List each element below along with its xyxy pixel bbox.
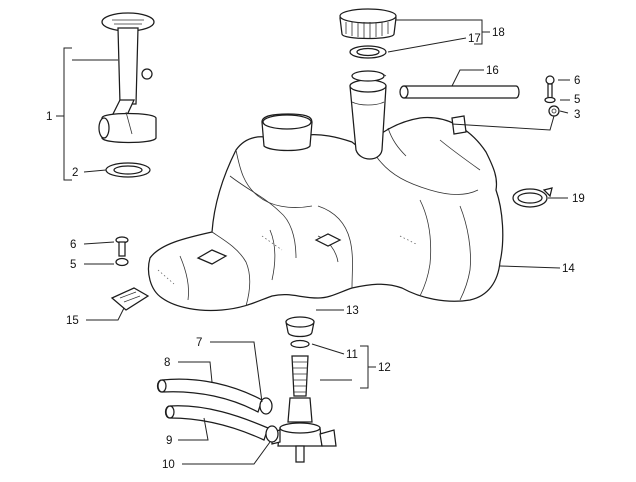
sender-float (101, 112, 157, 144)
bolt-washer-group-left (115, 236, 129, 267)
callout-5-right: 5 (574, 94, 580, 106)
filler-neck (349, 70, 387, 160)
bolt-washer-group-right (544, 75, 560, 117)
tank-inlet-rim (262, 114, 312, 130)
breather-hose (399, 85, 520, 99)
fuel-cock (271, 355, 337, 463)
callout-labels: 1 2 3 5 5 6 6 7 8 9 10 11 12 13 14 15 16… (46, 27, 585, 471)
callout-6-right: 6 (574, 75, 580, 87)
callout-11: 11 (346, 349, 358, 361)
callout-9: 9 (166, 435, 172, 447)
fuel-cock-body (287, 397, 313, 423)
callout-2: 2 (72, 167, 78, 179)
fuel-gauge-sender (98, 12, 157, 144)
callout-13: 13 (346, 305, 359, 317)
filler-neck-tube (349, 80, 387, 160)
callout-16: 16 (486, 65, 499, 77)
leader-lines (56, 19, 570, 465)
hose-clip-small (259, 397, 279, 443)
callout-8: 8 (164, 357, 170, 369)
sender-tube (117, 27, 139, 105)
fuel-tank (147, 113, 504, 312)
cap-gasket (349, 45, 387, 59)
tank-clip (110, 287, 150, 311)
filler-neck-ring (351, 70, 385, 82)
callout-12: 12 (378, 362, 391, 374)
callout-7: 7 (196, 337, 202, 349)
fuel-hose-upper (156, 378, 263, 413)
tank-outline (147, 116, 504, 312)
tank-mount-tab-left (196, 249, 228, 265)
fuel-cock-lever (319, 429, 337, 447)
sender-gasket (105, 162, 151, 178)
tank-mount-tab-right (314, 233, 342, 247)
hose-clamp (512, 187, 553, 208)
callout-14: 14 (562, 263, 575, 275)
callout-15: 15 (66, 315, 79, 327)
callout-10: 10 (162, 459, 175, 471)
fuel-cock-grommet (285, 316, 315, 338)
callout-19: 19 (572, 193, 585, 205)
callout-1: 1 (46, 111, 52, 123)
callout-17: 17 (468, 33, 481, 45)
fuel-cock-seal (290, 339, 310, 349)
filler-cap (339, 8, 397, 40)
tank-bracket (451, 115, 467, 135)
callout-18: 18 (492, 27, 505, 39)
callout-3: 3 (574, 109, 580, 121)
callout-5-left: 5 (70, 259, 76, 271)
fuel-hose-lower (164, 405, 269, 441)
callout-6-left: 6 (70, 239, 76, 251)
